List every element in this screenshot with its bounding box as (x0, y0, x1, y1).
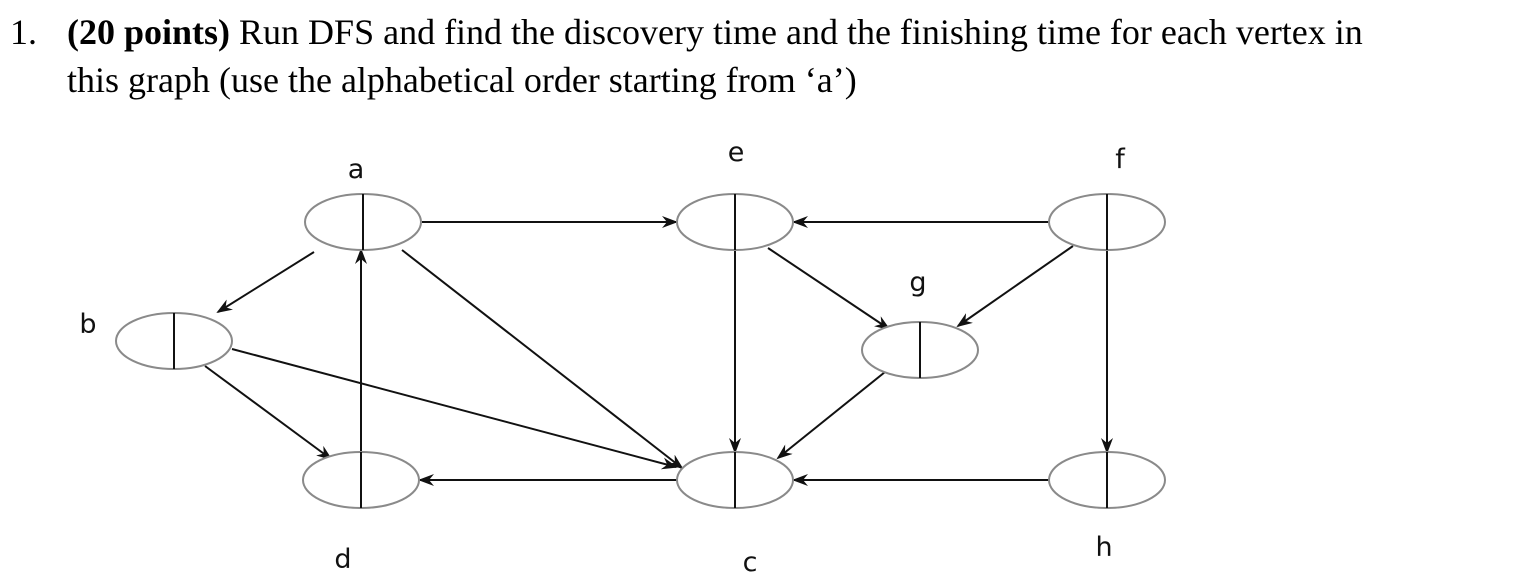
node-f-label: f (1115, 144, 1126, 175)
edge-e-g (767, 247, 891, 331)
question-text: 1. (20 points) Run DFS and find the disc… (10, 8, 1535, 104)
node-g-label: g (909, 267, 926, 298)
node-d-label: d (334, 544, 351, 575)
node-d: d (302, 451, 420, 575)
edge-b-c (231, 348, 678, 470)
question-line-1: Run DFS and find the discovery time and … (230, 12, 1363, 52)
edge-f-g (956, 245, 1074, 328)
node-b-label: b (79, 309, 96, 340)
node-g: g (861, 267, 979, 379)
edge-b-d (204, 365, 333, 461)
node-c: c (676, 451, 794, 578)
edges (204, 216, 1113, 486)
node-f: f (1048, 144, 1166, 251)
node-h: h (1048, 451, 1166, 563)
edge-a-c (401, 249, 684, 470)
node-b: b (79, 309, 233, 370)
question-number: 1. (10, 12, 37, 52)
edge-g-c (776, 371, 886, 460)
node-a: a (304, 154, 422, 251)
node-a-label: a (348, 154, 365, 185)
edge-a-b (216, 251, 315, 314)
question-points: (20 points) (67, 12, 231, 52)
node-c-label: c (743, 547, 758, 578)
node-e-label: e (728, 137, 745, 168)
nodes: a b c d e f g h (79, 137, 1166, 578)
question-line-2: this graph (use the alphabetical order s… (67, 60, 857, 100)
node-e: e (676, 137, 794, 251)
question-body: (20 points) Run DFS and find the discove… (67, 8, 1535, 104)
node-h-label: h (1095, 532, 1112, 563)
